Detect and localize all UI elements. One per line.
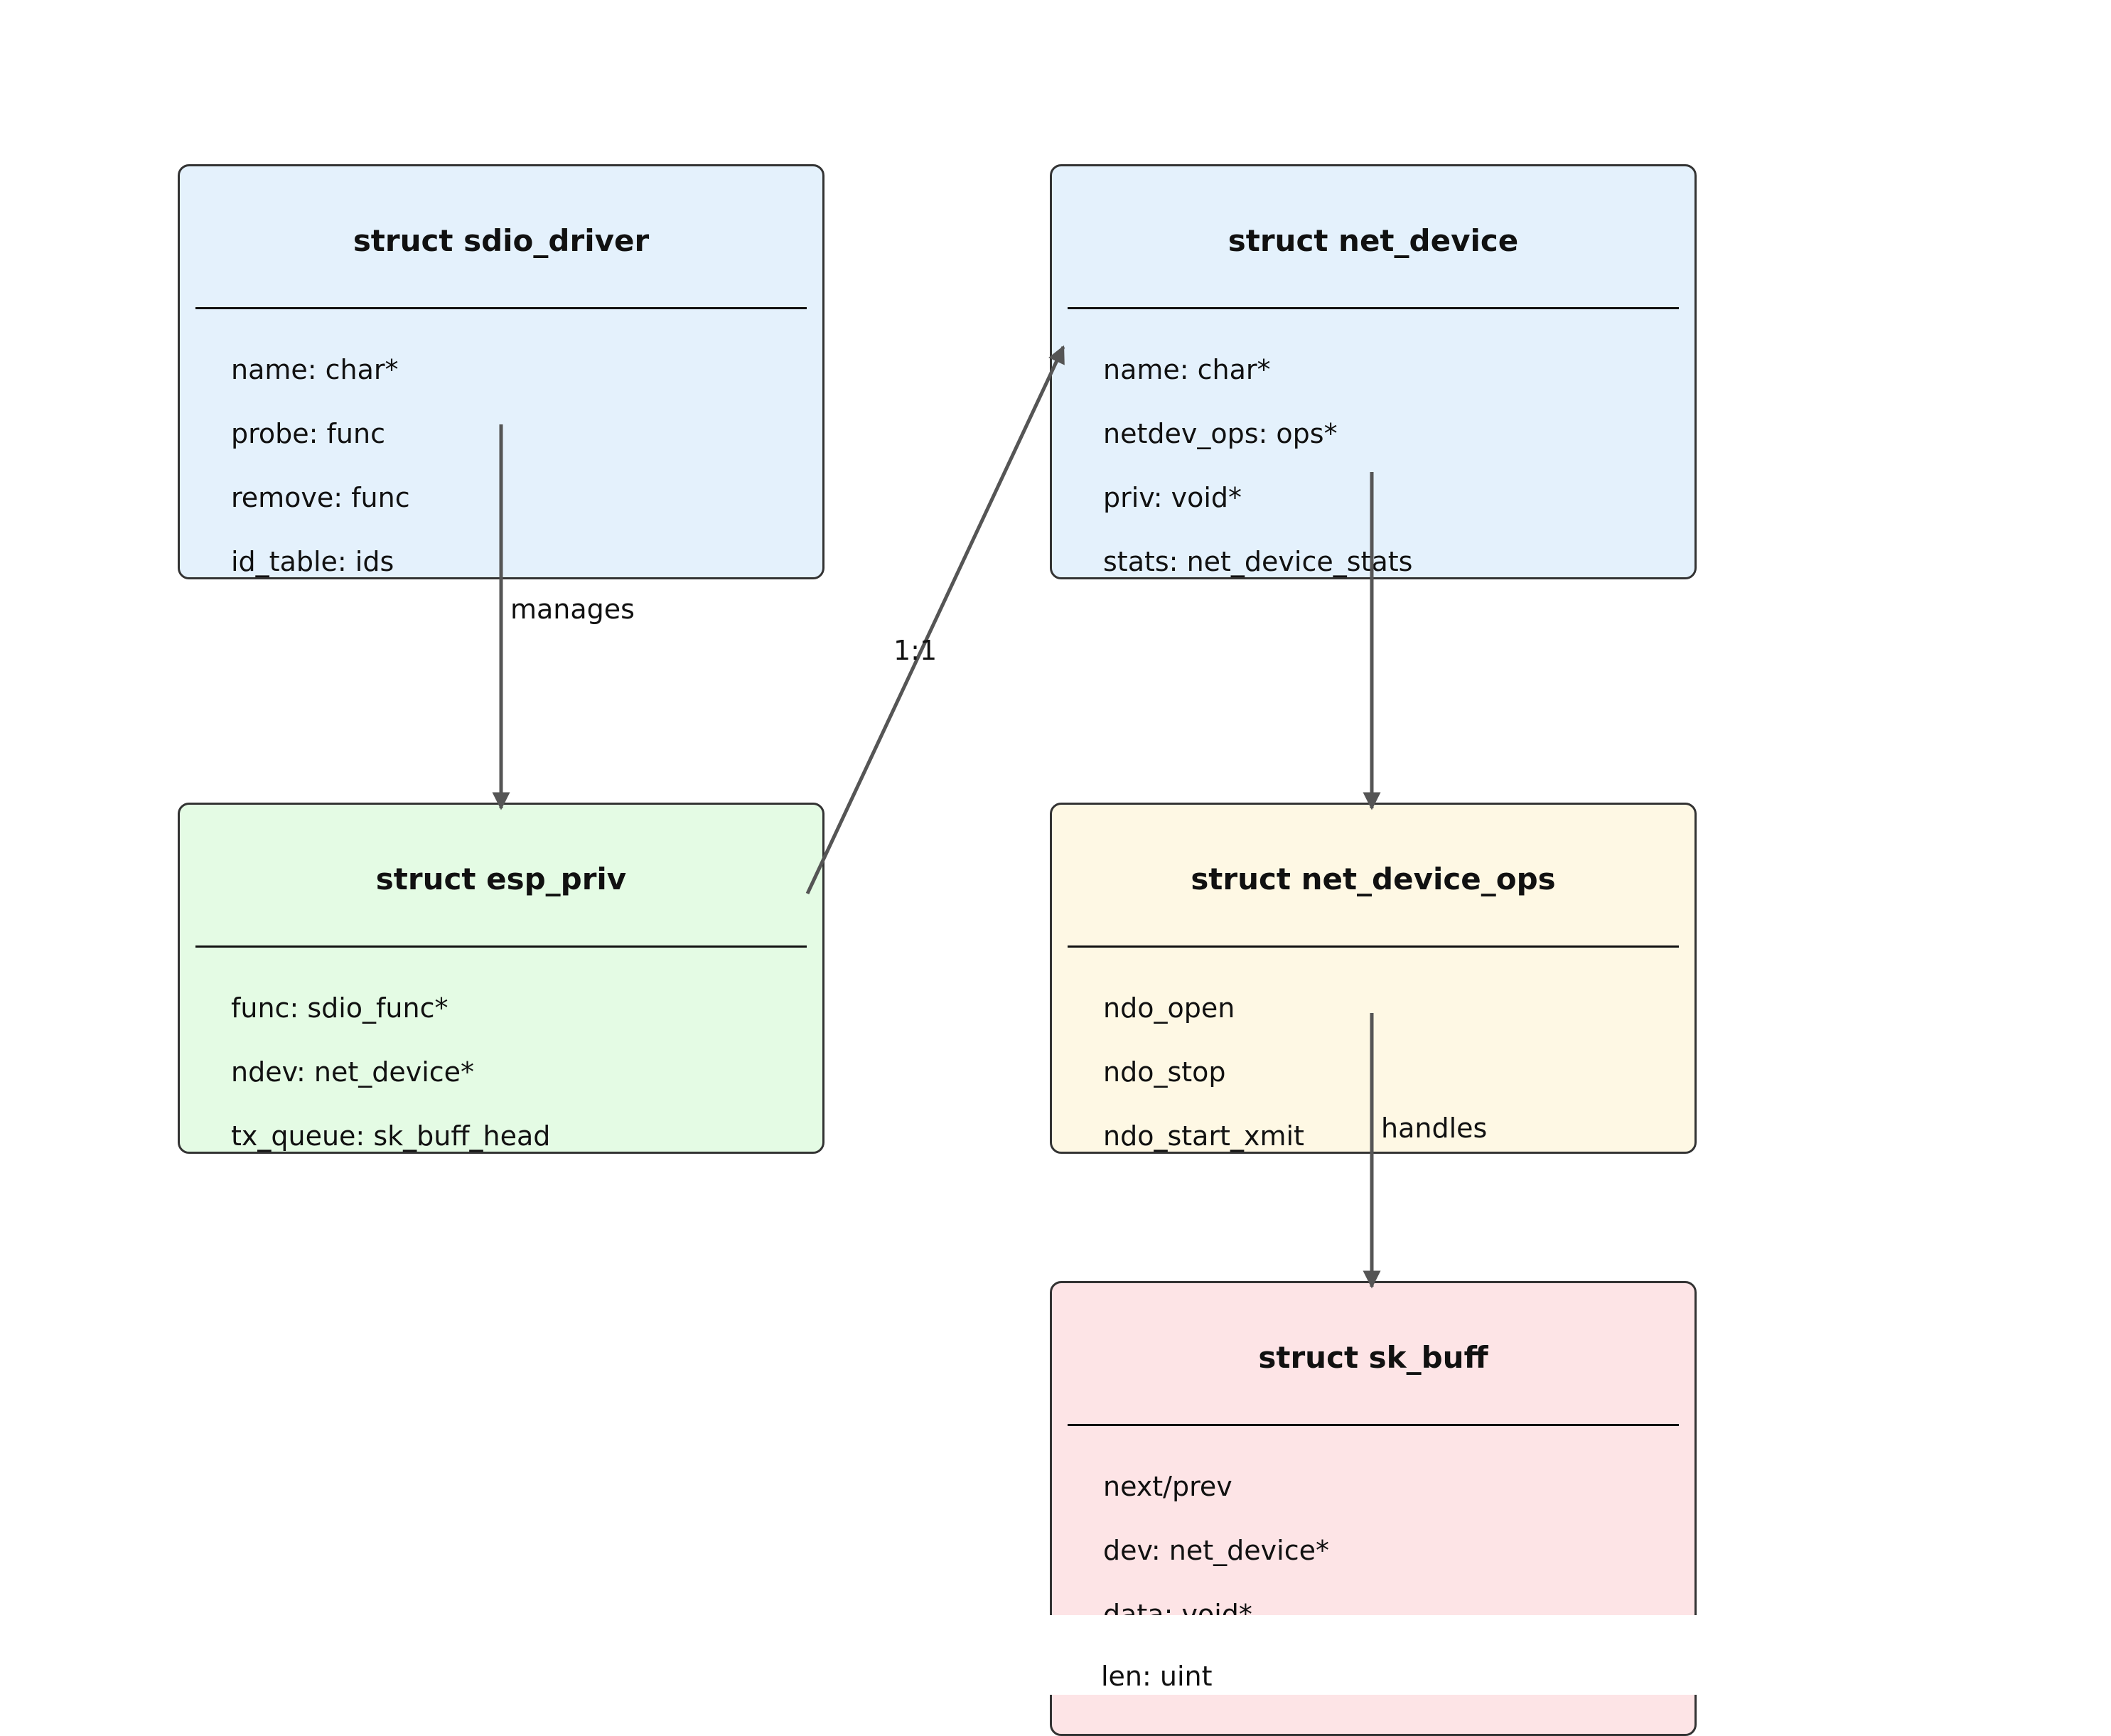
manages-label: manages bbox=[510, 594, 635, 625]
field: name: char* bbox=[1103, 354, 1271, 385]
field: id_table: ids bbox=[231, 546, 394, 577]
one-to-one-arrow bbox=[805, 345, 1065, 895]
field: probe: func bbox=[231, 418, 385, 449]
field: name: char* bbox=[231, 354, 399, 385]
struct-title: struct net_device_ops bbox=[1191, 862, 1556, 896]
field: tx_queue: sk_buff_head bbox=[231, 1120, 551, 1152]
field: ndo_open bbox=[1103, 992, 1235, 1024]
field: ndo_stop bbox=[1103, 1056, 1226, 1088]
field: stats: net_device_stats bbox=[1103, 546, 1413, 577]
field: len: uint bbox=[1101, 1661, 1213, 1692]
connector-layer: manages 1:1 handles bbox=[492, 345, 1487, 1289]
title-divider bbox=[195, 307, 807, 309]
struct-esp-priv-box: struct esp_priv func: sdio_func* ndev: n… bbox=[178, 803, 824, 1154]
field: priv: void* bbox=[1103, 482, 1242, 513]
title-divider bbox=[1068, 945, 1679, 948]
field: netdev_ops: ops* bbox=[1103, 418, 1338, 449]
struct-title: struct sdio_driver bbox=[353, 223, 650, 258]
field: remove: func bbox=[231, 482, 410, 513]
struct-title: struct net_device bbox=[1228, 223, 1519, 258]
field: ndo_start_xmit bbox=[1103, 1120, 1304, 1152]
title-divider bbox=[195, 945, 807, 948]
field: ndev: net_device* bbox=[231, 1056, 475, 1088]
struct-title: struct sk_buff bbox=[1258, 1340, 1488, 1375]
field: dev: net_device* bbox=[1103, 1535, 1329, 1566]
struct-net-device-ops-box: struct net_device_ops ndo_open ndo_stop … bbox=[1050, 803, 1697, 1154]
title-divider bbox=[1068, 307, 1679, 309]
title-divider bbox=[1068, 1424, 1679, 1426]
struct-title: struct esp_priv bbox=[375, 862, 627, 896]
field: next/prev bbox=[1103, 1471, 1232, 1502]
handles-label: handles bbox=[1381, 1113, 1487, 1144]
one-to-one-label: 1:1 bbox=[893, 635, 937, 666]
field: func: sdio_func* bbox=[231, 992, 448, 1024]
render-clip-band bbox=[1045, 1615, 1706, 1695]
